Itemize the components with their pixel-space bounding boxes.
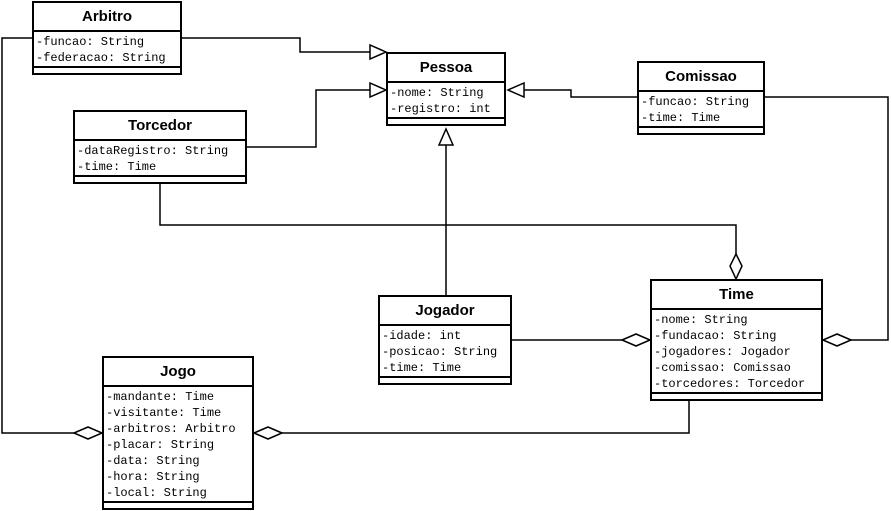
attribute: -funcao: String <box>36 35 145 49</box>
class-name: Torcedor <box>75 112 245 141</box>
class-name: Jogo <box>104 358 252 387</box>
operations-compartment <box>34 68 180 73</box>
operations-compartment <box>380 378 510 383</box>
attribute: -visitante: Time <box>106 406 222 420</box>
attribute: -dataRegistro: String <box>77 144 229 158</box>
aggregation-diamond <box>72 426 104 440</box>
attribute: -mandante: Time <box>106 390 215 404</box>
class-name: Pessoa <box>388 54 504 83</box>
class-name: Jogador <box>380 297 510 326</box>
attribute-list: -dataRegistro: String -time: Time <box>75 141 245 177</box>
edge-torcedor-time <box>159 182 737 254</box>
attribute-list: -funcao: String -time: Time <box>639 92 763 128</box>
class-comissao[interactable]: Comissao -funcao: String -time: Time <box>637 61 765 135</box>
class-torcedor[interactable]: Torcedor -dataRegistro: String -time: Ti… <box>73 110 247 184</box>
aggregation-diamond <box>821 333 853 347</box>
edge-arbitro-jogo <box>1 37 74 434</box>
operations-compartment <box>104 503 252 508</box>
class-arbitro[interactable]: Arbitro -funcao: String -federacao: Stri… <box>32 1 182 75</box>
class-pessoa[interactable]: Pessoa -nome: String -registro: int <box>386 52 506 126</box>
attribute-list: -mandante: Time -visitante: Time -arbitr… <box>104 387 252 503</box>
attribute: -data: String <box>106 454 200 468</box>
edge-comissao-time <box>765 96 889 341</box>
attribute: -nome: String <box>654 313 748 327</box>
class-jogo[interactable]: Jogo -mandante: Time -visitante: Time -a… <box>102 356 254 510</box>
attribute: -registro: int <box>390 102 491 116</box>
class-time[interactable]: Time -nome: String -fundacao: String -jo… <box>650 279 823 401</box>
attribute-list: -nome: String -fundacao: String -jogador… <box>652 310 821 394</box>
attribute: -torcedores: Torcedor <box>654 377 806 391</box>
attribute: -posicao: String <box>382 345 498 359</box>
class-name: Arbitro <box>34 3 180 32</box>
attribute-list: -funcao: String -federacao: String <box>34 32 180 68</box>
attribute: -nome: String <box>390 86 484 100</box>
class-jogador[interactable]: Jogador -idade: int -posicao: String -ti… <box>378 295 512 385</box>
operations-compartment <box>639 128 763 133</box>
generalization-arrowhead <box>506 81 525 99</box>
class-name: Comissao <box>639 63 763 92</box>
class-name: Time <box>652 281 821 310</box>
attribute: -time: Time <box>77 160 157 174</box>
attribute: -funcao: String <box>641 95 750 109</box>
edge-arbitro-pessoa <box>182 37 370 53</box>
generalization-arrowhead <box>369 43 388 61</box>
attribute: -federacao: String <box>36 51 166 65</box>
attribute: -local: String <box>106 486 207 500</box>
edge-comissao-pessoa <box>524 89 637 98</box>
attribute: -time: Time <box>382 361 462 375</box>
attribute: -idade: int <box>382 329 462 343</box>
attribute: -time: Time <box>641 111 721 125</box>
edge-torcedor-pessoa <box>247 89 370 148</box>
attribute-list: -nome: String -registro: int <box>388 83 504 119</box>
attribute: -hora: String <box>106 470 200 484</box>
generalization-arrowhead <box>437 127 455 146</box>
attribute: -arbitros: Arbitro <box>106 422 236 436</box>
attribute: -placar: String <box>106 438 215 452</box>
aggregation-diamond <box>620 333 652 347</box>
operations-compartment <box>388 119 504 124</box>
attribute: -fundacao: String <box>654 329 777 343</box>
attribute: -comissao: Comissao <box>654 361 791 375</box>
edge-time-jogo <box>282 401 690 434</box>
attribute-list: -idade: int -posicao: String -time: Time <box>380 326 510 378</box>
generalization-arrowhead <box>369 81 388 99</box>
operations-compartment <box>652 394 821 399</box>
attribute: -jogadores: Jogador <box>654 345 791 359</box>
operations-compartment <box>75 177 245 182</box>
aggregation-diamond <box>729 252 743 281</box>
aggregation-diamond <box>252 426 284 440</box>
